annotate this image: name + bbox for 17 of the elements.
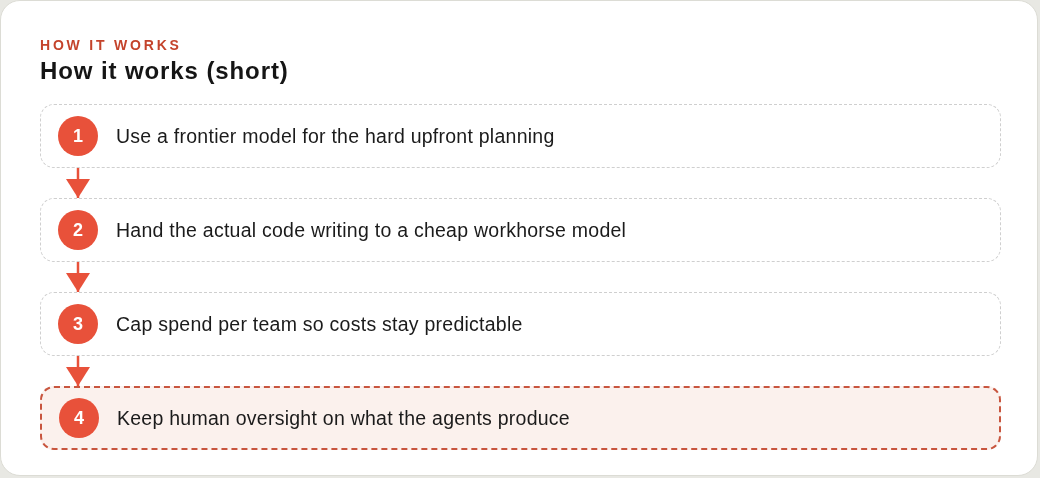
step-text: Keep human oversight on what the agents produce: [117, 406, 570, 430]
arrow: [66, 168, 90, 198]
step-box: [40, 104, 1001, 168]
arrow: [66, 356, 90, 386]
step-box: [40, 198, 1001, 262]
step-number: 4: [59, 398, 99, 438]
step-number: 1: [58, 116, 98, 156]
step-box: [40, 386, 1001, 450]
eyebrow-label: HOW IT WORKS: [40, 37, 182, 53]
step-box: [40, 292, 1001, 356]
step-text: Use a frontier model for the hard upfront planning: [116, 124, 555, 148]
heading: How it works (short): [40, 57, 289, 85]
arrow: [66, 262, 90, 292]
step-text: Cap spend per team so costs stay predictable: [116, 312, 523, 336]
step-number: 3: [58, 304, 98, 344]
step-number: 2: [58, 210, 98, 250]
step-text: Hand the actual code writing to a cheap workhorse model: [116, 218, 627, 242]
